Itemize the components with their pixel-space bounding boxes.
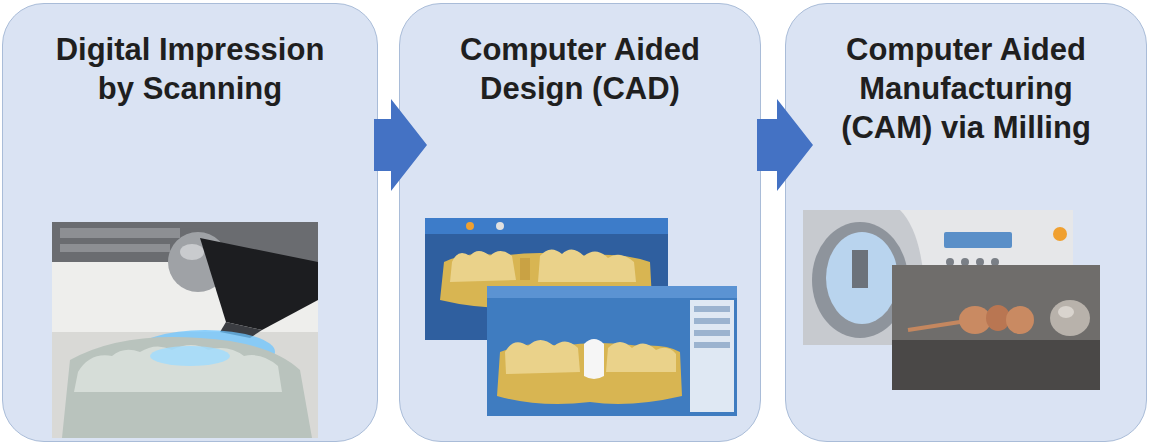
- scanner-photo: [52, 222, 318, 438]
- process-box: Digital Impression by Scanning: [2, 3, 378, 442]
- block-arrow: [374, 99, 427, 191]
- box-title: Digital Impression by Scanning: [40, 4, 340, 108]
- process-box: Computer Aided Design (CAD): [399, 3, 761, 442]
- box-title: Computer Aided Manufacturing (CAM) via M…: [816, 4, 1116, 147]
- cad-screenshots: [425, 218, 737, 416]
- box-title: Computer Aided Design (CAD): [430, 4, 730, 108]
- milling-photos: [803, 210, 1100, 390]
- process-box: Computer Aided Manufacturing (CAM) via M…: [785, 3, 1147, 442]
- block-arrow: [757, 99, 813, 191]
